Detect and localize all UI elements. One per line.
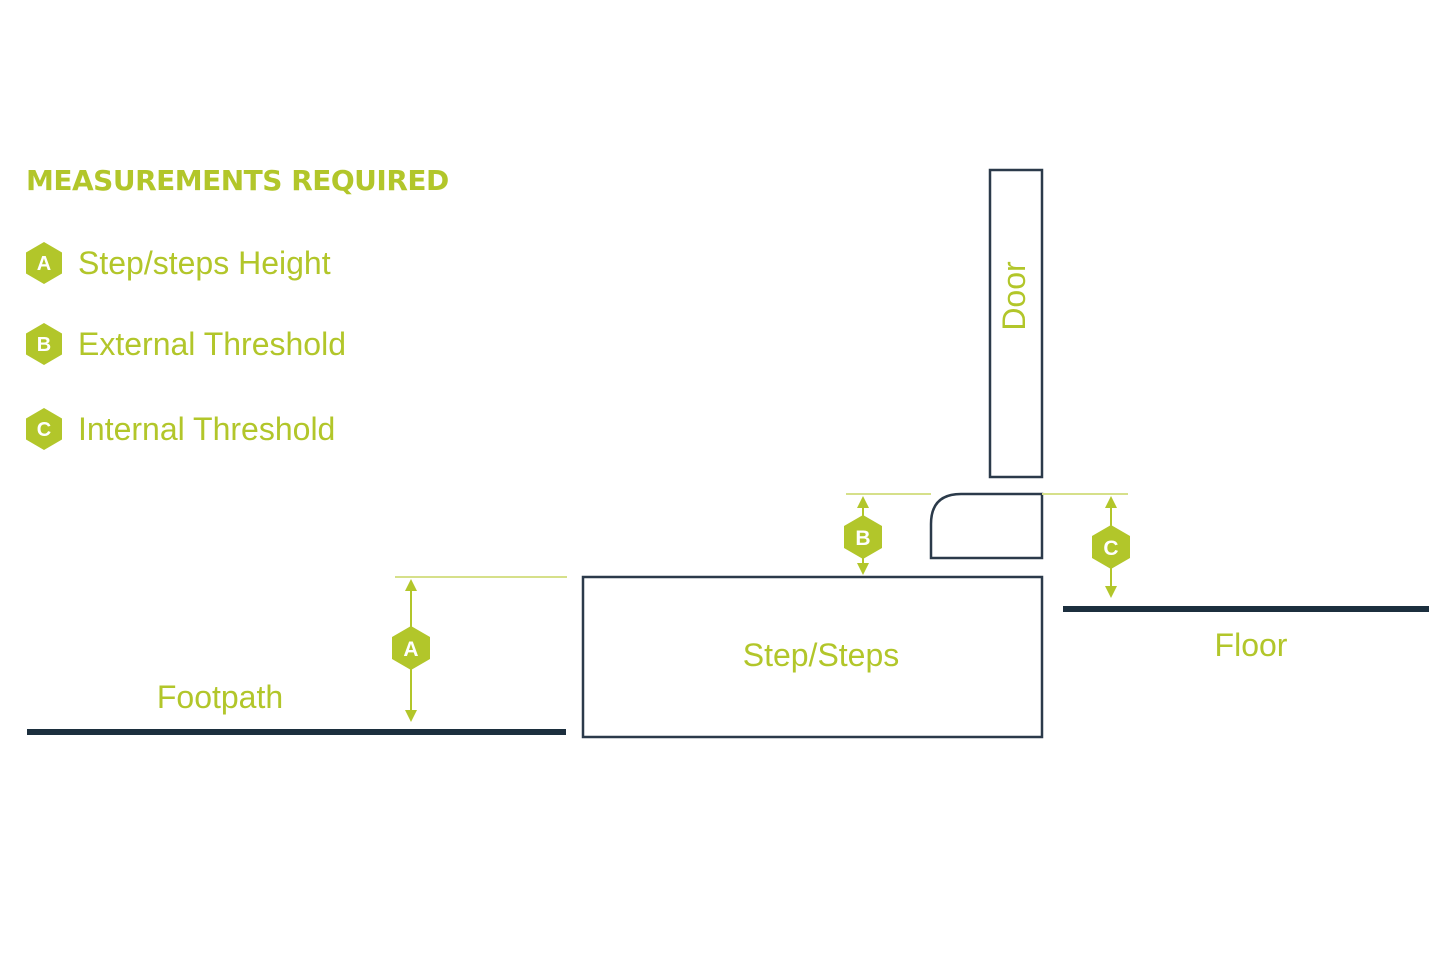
marker-b-icon	[844, 515, 882, 559]
dimension-a: A	[392, 579, 430, 722]
dimension-b: B	[844, 496, 882, 575]
svg-text:B: B	[37, 334, 51, 356]
svg-text:C: C	[37, 419, 51, 441]
legend-label-b: External Threshold	[78, 325, 346, 362]
marker-c-label: C	[1103, 537, 1118, 560]
hexagon-badge-a-icon: A	[26, 242, 62, 284]
hexagon-badge-c-icon: C	[26, 408, 62, 450]
step-label: Step/Steps	[743, 637, 900, 673]
legend-item-c: C Internal Threshold	[24, 407, 335, 451]
floor-label: Floor	[1215, 627, 1288, 663]
marker-a-label: A	[403, 638, 418, 661]
legend-title: MEASUREMENTS REQUIRED	[26, 164, 449, 197]
marker-a-icon	[392, 626, 430, 670]
threshold-piece	[929, 492, 1044, 560]
legend-item-a: A Step/steps Height	[24, 241, 331, 285]
hexagon-badge-b-icon: B	[26, 323, 62, 365]
svg-text:A: A	[37, 253, 51, 275]
footpath-label: Footpath	[157, 679, 283, 715]
door-label: Door	[996, 261, 1032, 331]
marker-b-label: B	[855, 527, 870, 550]
dimension-c: C	[1092, 496, 1130, 598]
legend-label-a: Step/steps Height	[78, 244, 331, 281]
step-block	[581, 575, 1044, 739]
legend-item-b: B External Threshold	[24, 322, 346, 366]
legend-label-c: Internal Threshold	[78, 410, 336, 447]
door-panel	[988, 168, 1044, 479]
marker-c-icon	[1092, 525, 1130, 569]
